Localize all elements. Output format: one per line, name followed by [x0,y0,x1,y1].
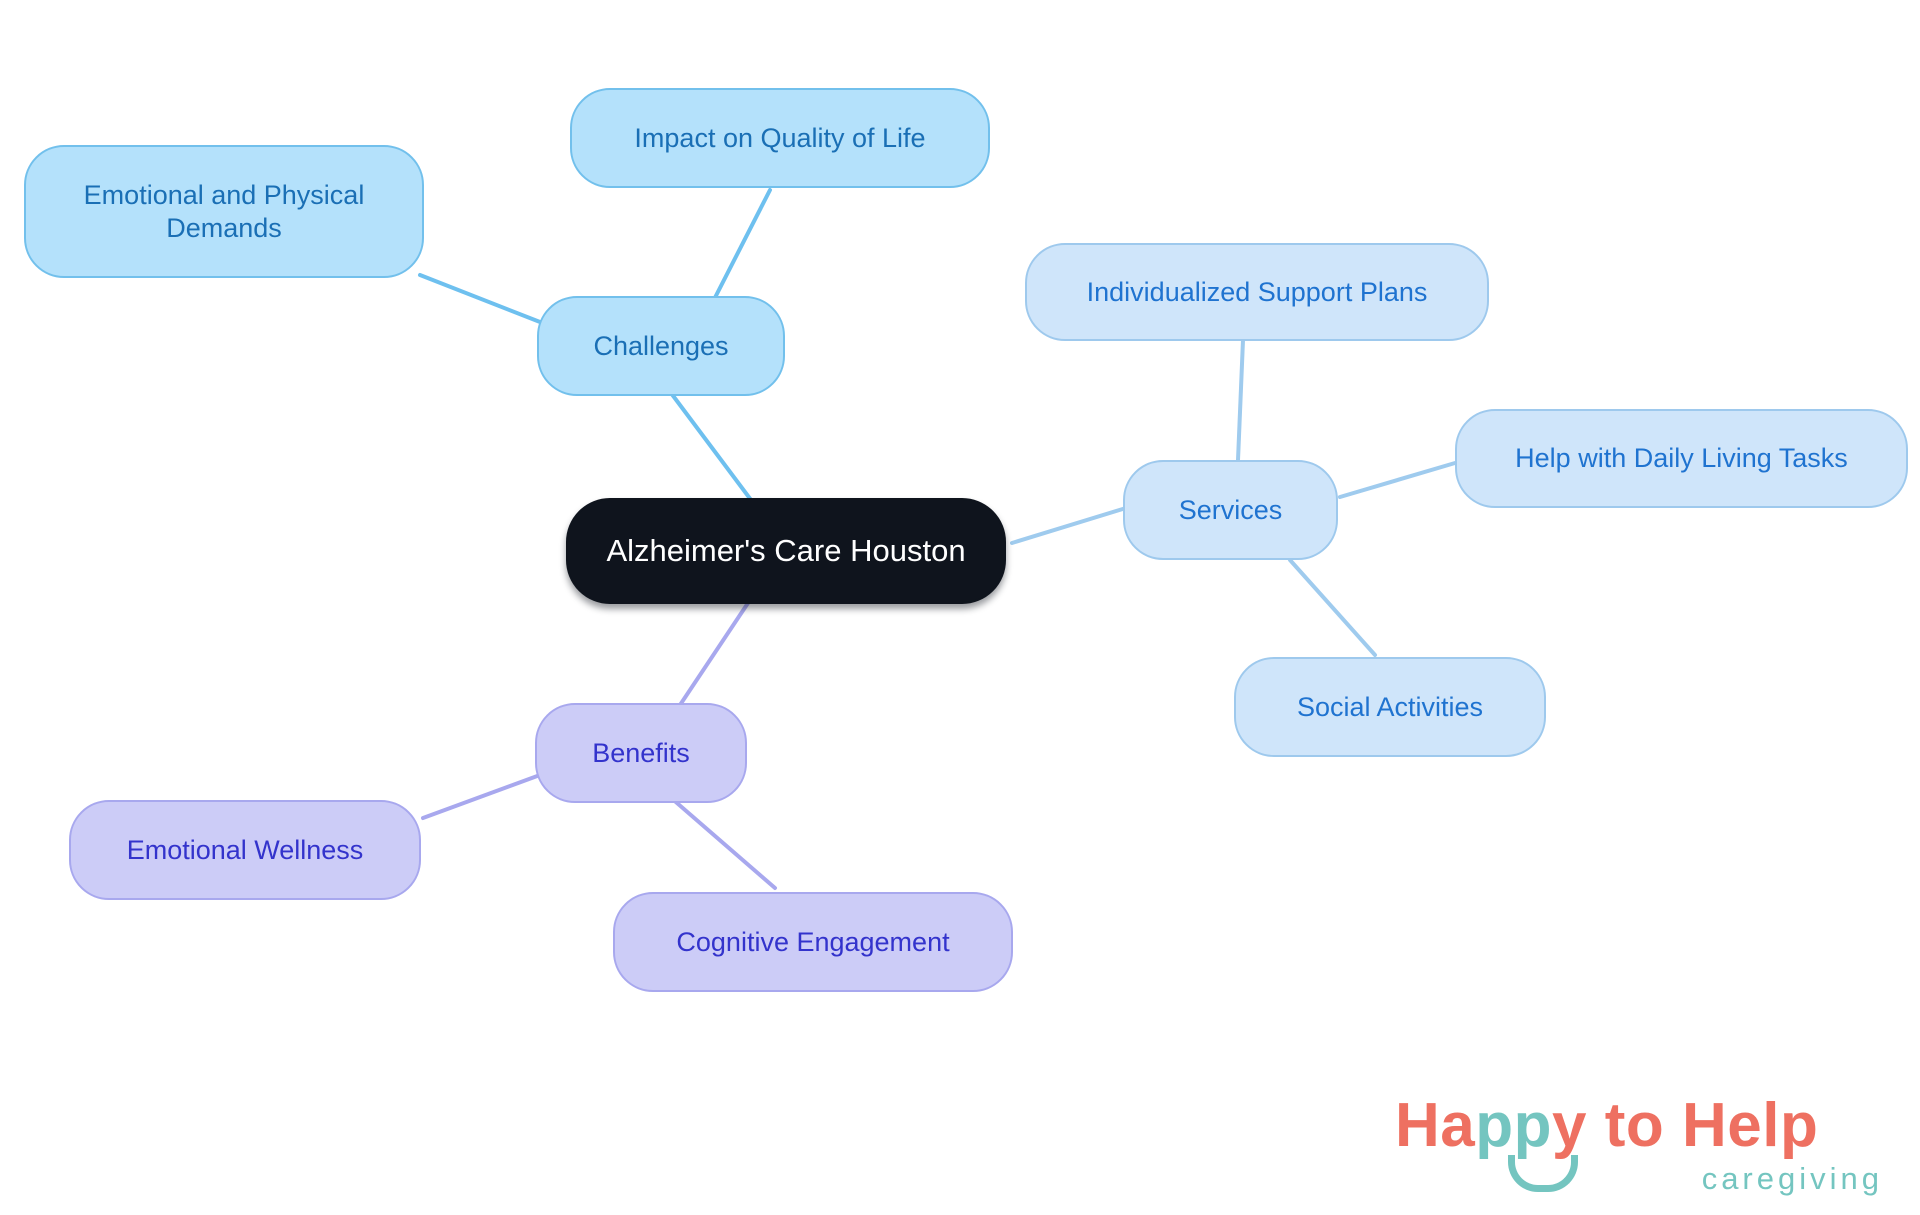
edge-benefits-to-emotional-wellness [421,773,542,820]
node-emotional-and-physical-demands[interactable]: Emotional and Physical Demands [24,145,424,278]
logo-text-pp: pp [1475,1091,1553,1160]
edge-benefits-to-cognitive-engagement [660,788,777,890]
node-emotional-wellness[interactable]: Emotional Wellness [69,800,421,900]
brand-logo: Happy to Help caregiving [1395,1095,1885,1205]
edge-challenges-to-root [663,383,759,510]
node-social-activities[interactable]: Social Activities [1234,657,1546,757]
node-cognitive-engagement[interactable]: Cognitive Engagement [613,892,1013,992]
edge-services-to-help-with-daily-living-tasks [1338,461,1457,499]
node-root[interactable]: Alzheimer's Care Houston [566,498,1006,604]
logo-tagline: caregiving [1701,1161,1883,1196]
edge-services-to-individualized-support-plans [1236,338,1245,462]
node-help-with-daily-living-tasks[interactable]: Help with Daily Living Tasks [1455,409,1908,508]
node-services[interactable]: Services [1123,460,1338,560]
node-impact-on-quality-of-life[interactable]: Impact on Quality of Life [570,88,990,188]
node-individualized-support-plans[interactable]: Individualized Support Plans [1025,243,1489,341]
edge-root-to-services [1010,506,1128,545]
logo-text-ha: Ha [1395,1091,1476,1160]
logo-text-y-to-help: y to Help [1552,1091,1819,1160]
node-benefits[interactable]: Benefits [535,703,747,803]
smile-icon [1508,1155,1578,1192]
edge-services-to-social-activities [1288,558,1377,657]
edge-challenges-to-emotional-and-physical-demands [418,273,542,324]
logo-wordmark: Happy to Help [1395,1095,1818,1157]
node-challenges[interactable]: Challenges [537,296,785,396]
